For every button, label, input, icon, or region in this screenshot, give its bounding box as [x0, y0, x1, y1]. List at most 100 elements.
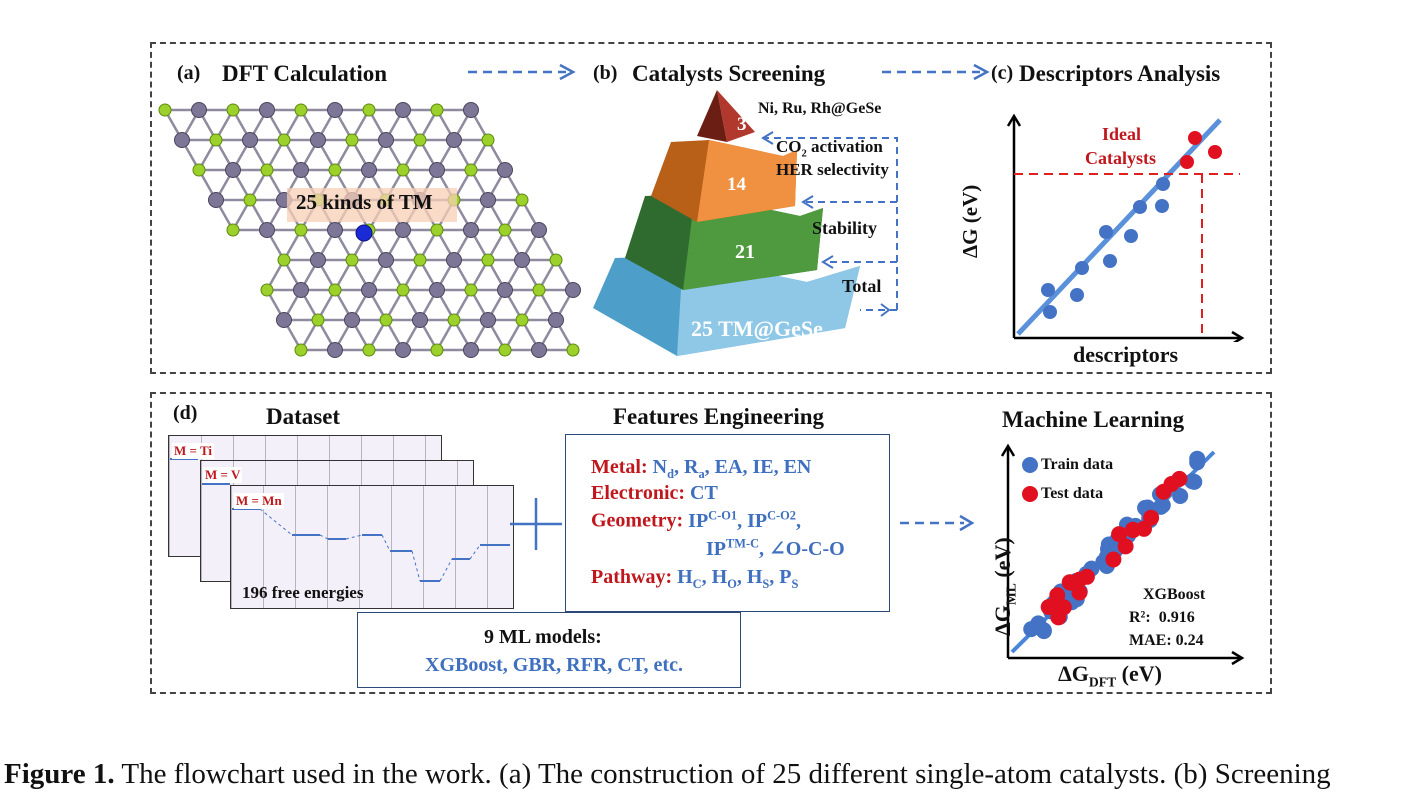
- se-atom: [243, 193, 257, 207]
- legend-test-label: Test data: [1041, 485, 1104, 502]
- annotation-co2: CO2 activation: [776, 137, 883, 160]
- tm-overlay-label: 25 kinds of TM: [296, 190, 433, 214]
- test-point: [1117, 538, 1134, 555]
- ideal-label-1: Ideal: [1102, 124, 1142, 144]
- se-atom: [413, 133, 427, 147]
- ge-atom: [293, 282, 309, 298]
- ml-xlabel: ΔGDFT (eV): [1058, 661, 1162, 690]
- panel-c-title: Descriptors Analysis: [1019, 61, 1221, 86]
- ge-atom: [514, 252, 530, 268]
- descriptors-plot: [1006, 113, 1245, 342]
- ti-level: [170, 458, 198, 460]
- dataset-title: Dataset: [266, 404, 341, 429]
- train-point: [1152, 498, 1169, 515]
- ge-atom: [463, 342, 479, 358]
- tm-highlight: [287, 188, 457, 222]
- ge-atom: [429, 162, 445, 178]
- se-atom: [481, 253, 495, 267]
- mae-annotation: MAE: 0.24: [1129, 632, 1204, 649]
- panel-a-tag: (a): [177, 62, 201, 84]
- train-point: [1023, 621, 1040, 638]
- se-atom: [260, 283, 274, 297]
- train-point: [1172, 488, 1189, 504]
- ge-atom: [361, 282, 377, 298]
- se-atom: [260, 163, 274, 177]
- pyramid-21: 21: [735, 241, 755, 263]
- legend-train-label: Train data: [1041, 456, 1114, 473]
- ge-atom: [259, 222, 275, 238]
- ge-atom: [327, 102, 343, 118]
- ge-atom: [225, 162, 241, 178]
- se-atom: [515, 313, 529, 327]
- se-atom: [464, 283, 478, 297]
- arrow-b-c: [882, 63, 990, 81]
- se-atom: [158, 103, 172, 117]
- feature-pathway: Pathway: HC, HO, HS, PS: [591, 566, 799, 591]
- ge-atom: [497, 282, 513, 298]
- ge-atom: [259, 102, 275, 118]
- ge-atom: [293, 162, 309, 178]
- ge-atom: [208, 192, 224, 208]
- descriptors-xlabel: descriptors: [1073, 342, 1179, 367]
- se-atom: [549, 253, 563, 267]
- se-atom: [345, 253, 359, 267]
- se-atom: [498, 343, 512, 357]
- ge-atom: [242, 132, 258, 148]
- test-point: [1046, 597, 1063, 614]
- ge-atom: [310, 132, 326, 148]
- se-atom: [447, 313, 461, 327]
- se-atom: [532, 283, 546, 297]
- annotation-top: Ni, Ru, Rh@GeSe: [758, 100, 882, 117]
- annotation-total: Total: [842, 276, 882, 296]
- feature-electronic: Electronic: CT: [591, 482, 718, 504]
- panel-c-tag: (c): [991, 62, 1014, 84]
- se-atom: [566, 343, 580, 357]
- ml-scatter-chart: [1000, 443, 1245, 666]
- se-atom: [379, 313, 393, 327]
- arrow-a-b: [468, 63, 576, 81]
- model-name: XGBoost: [1143, 586, 1206, 603]
- ge-atom: [531, 222, 547, 238]
- ge-atom: [531, 342, 547, 358]
- test-point: [1105, 551, 1122, 568]
- panel-b-title: Catalysts Screening: [632, 61, 826, 86]
- panel-d-tag: (d): [173, 402, 198, 424]
- se-atom: [311, 313, 325, 327]
- se-atom: [362, 343, 376, 357]
- se-atom: [413, 253, 427, 267]
- pyramid-3: 3: [737, 114, 747, 135]
- ge-atom: [548, 312, 564, 328]
- feature-geometry-2: IPTM-C, ∠O-C-O: [706, 536, 845, 560]
- ge-atom: [191, 102, 207, 118]
- sheet-v-label: M = V: [203, 467, 243, 483]
- v-level: [202, 483, 230, 485]
- se-atom: [430, 223, 444, 237]
- se-atom: [328, 163, 342, 177]
- ge-atom: [565, 282, 581, 298]
- test-point: [1111, 526, 1128, 543]
- descriptors-ylabel: ΔG (eV): [958, 184, 982, 258]
- se-atom: [328, 283, 342, 297]
- pyramid-25: 25 TM@GeSe: [691, 316, 823, 341]
- ge-atom: [378, 252, 394, 268]
- bottom-panel: [150, 392, 1272, 694]
- models-box: [357, 612, 741, 688]
- features-box: [565, 434, 890, 612]
- ge-atom: [310, 252, 326, 268]
- models-list: XGBoost, GBR, RFR, CT, etc.: [425, 654, 683, 676]
- ge-atom: [344, 312, 360, 328]
- feature-geometry: Geometry: IPC-O1, IPC-O2,: [591, 508, 802, 532]
- se-atom: [192, 163, 206, 177]
- ge-atom: [446, 132, 462, 148]
- sheet-ti-label: M = Ti: [172, 443, 214, 459]
- annotation-stability: Stability: [812, 218, 878, 238]
- ge-atom: [395, 102, 411, 118]
- train-point: [1184, 473, 1201, 490]
- se-atom: [277, 133, 291, 147]
- figure-caption: Figure 1. The flowchart used in the work…: [4, 758, 1331, 790]
- test-point: [1136, 520, 1152, 537]
- legend-train-marker: [1022, 457, 1038, 473]
- se-atom: [277, 253, 291, 267]
- screening-pyramid: 3 14 21 25 TM@GeSe: [593, 90, 898, 356]
- ge-atom: [395, 342, 411, 358]
